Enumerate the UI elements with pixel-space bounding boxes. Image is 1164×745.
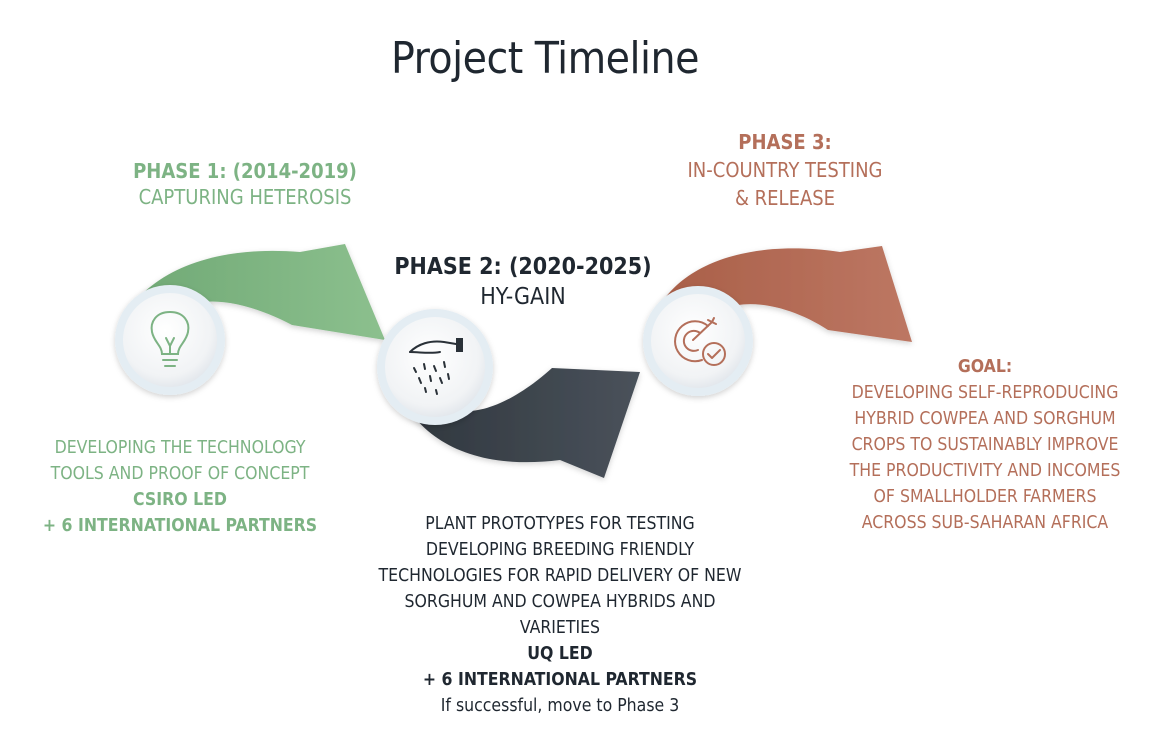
phase2-desc-line: VARIETIES bbox=[519, 618, 601, 638]
phase2-desc-line: SORGHUM AND COWPEA HYBRIDS AND bbox=[404, 592, 716, 612]
phase3-header: PHASE 3: IN-COUNTRY TESTING & RELEASE bbox=[660, 128, 910, 212]
hand-sowing-seeds-icon bbox=[409, 338, 463, 395]
phase1-partners: + 6 INTERNATIONAL PARTNERS bbox=[42, 516, 318, 536]
phase2-subheading: HY-GAIN bbox=[480, 284, 566, 310]
phase3-circle bbox=[643, 286, 753, 396]
goal-desc-line: DEVELOPING SELF-REPRODUCING bbox=[851, 383, 1119, 403]
goal-desc-line: ACROSS SUB-SAHARAN AFRICA bbox=[861, 513, 1109, 533]
goal-desc-line: CROPS TO SUSTAINABLY IMPROVE bbox=[851, 435, 1119, 455]
phase1-lead: CSIRO LED bbox=[133, 490, 227, 510]
goal-desc-line: OF SMALLHOLDER FARMERS bbox=[873, 487, 1097, 507]
phase2-circle bbox=[377, 309, 493, 425]
goal-description: GOAL: DEVELOPING SELF-REPRODUCING HYBRID… bbox=[840, 354, 1130, 536]
phase2-desc-line: DEVELOPING BREEDING FRIENDLY bbox=[425, 540, 695, 560]
phase1-desc-line: DEVELOPING THE TECHNOLOGY bbox=[54, 438, 306, 458]
phase1-header: PHASE 1: (2014-2019) CAPTURING HETEROSIS bbox=[100, 158, 390, 210]
phase2-lead: UQ LED bbox=[527, 644, 593, 664]
goal-heading: GOAL: bbox=[957, 357, 1013, 377]
lightbulb-icon bbox=[150, 310, 190, 367]
phase1-heading: PHASE 1: (2014-2019) bbox=[133, 159, 357, 183]
phase3-arrow bbox=[660, 246, 912, 342]
phase3-sub-line: IN-COUNTRY TESTING bbox=[687, 158, 883, 182]
phase1-subheading: CAPTURING HETEROSIS bbox=[138, 185, 352, 209]
phase1-arrow bbox=[122, 244, 385, 340]
phase1-desc-line: TOOLS AND PROOF OF CONCEPT bbox=[50, 464, 310, 484]
phase3-sub-line: & RELEASE bbox=[734, 186, 836, 210]
phase2-desc-line: PLANT PROTOTYPES FOR TESTING bbox=[425, 514, 695, 534]
phase1-circle bbox=[115, 285, 225, 395]
phase2-description: PLANT PROTOTYPES FOR TESTING DEVELOPING … bbox=[365, 511, 755, 719]
phase3-heading: PHASE 3: bbox=[738, 130, 832, 154]
goal-desc-line: THE PRODUCTIVITY AND INCOMES bbox=[849, 461, 1121, 481]
phase2-partners: + 6 INTERNATIONAL PARTNERS bbox=[422, 670, 698, 690]
phase1-description: DEVELOPING THE TECHNOLOGY TOOLS AND PROO… bbox=[30, 435, 330, 539]
phase2-header: PHASE 2: (2020-2025) HY-GAIN bbox=[368, 252, 678, 312]
phase2-desc-line: TECHNOLOGIES FOR RAPID DELIVERY OF NEW bbox=[378, 566, 742, 586]
page-title: Project Timeline bbox=[390, 33, 700, 84]
phase2-arrow bbox=[400, 368, 640, 478]
goal-desc-line: HYBRID COWPEA AND SORGHUM bbox=[854, 409, 1116, 429]
target-check-icon bbox=[674, 317, 726, 366]
phase2-note: If successful, move to Phase 3 bbox=[440, 696, 680, 716]
phase2-heading: PHASE 2: (2020-2025) bbox=[394, 254, 652, 280]
